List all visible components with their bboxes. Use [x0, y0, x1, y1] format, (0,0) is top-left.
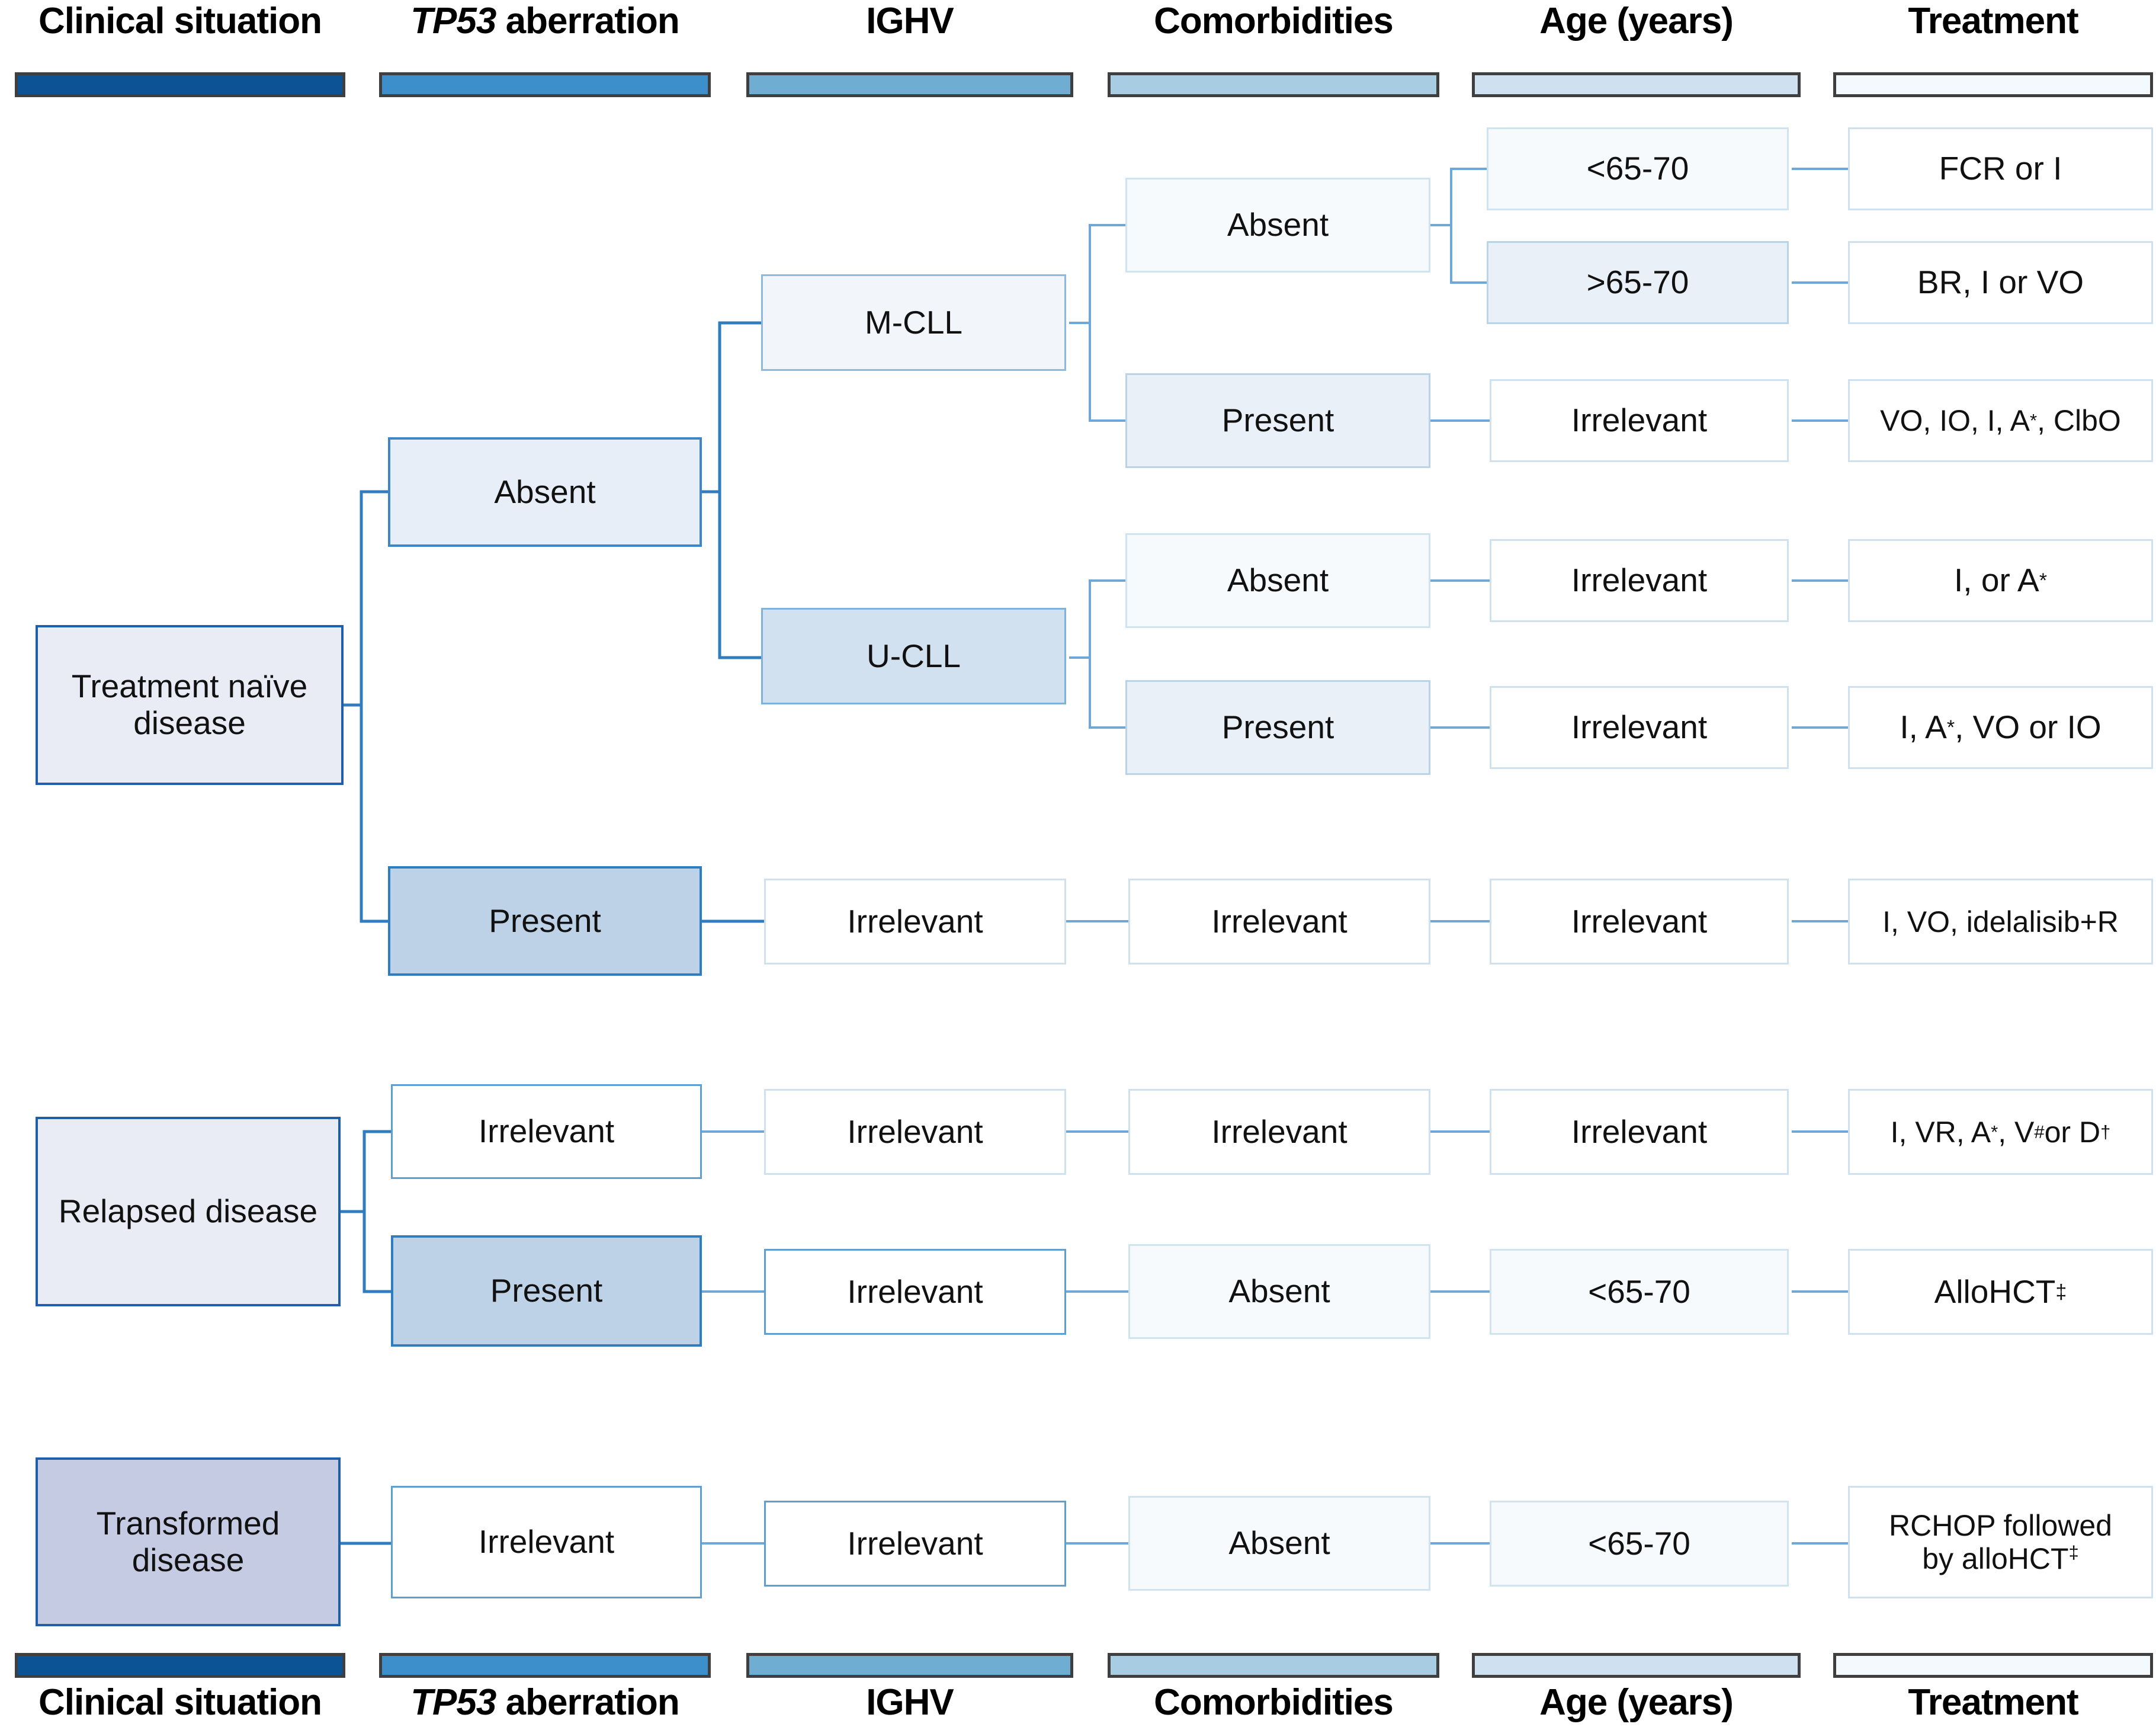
node-age-over-65-70[interactable]: >65-70 — [1487, 241, 1789, 324]
node-tp53present-ighv-irrelevant[interactable]: Irrelevant — [764, 879, 1066, 965]
tp53-label-rest: aberration — [496, 1, 680, 41]
node-transformed-tp53-irrelevant[interactable]: Irrelevant — [391, 1486, 702, 1598]
node-relapsed-ighv-irrelevant[interactable]: Irrelevant — [764, 1089, 1066, 1175]
column-bar-tp53 — [379, 72, 711, 97]
footer-header-age: Age (years) — [1539, 1682, 1734, 1723]
treatment-br-i-or-vo[interactable]: BR, I or VO — [1848, 241, 2153, 324]
footer-bar-treatment — [1833, 1653, 2153, 1678]
node-treatment-naive-disease[interactable]: Treatment naïve disease — [36, 625, 344, 785]
treatment-i-vr-a-v-or-d[interactable]: I, VR, A*, V# or D† — [1848, 1089, 2153, 1175]
node-tp53-present[interactable]: Present — [388, 866, 702, 976]
node-relapsed-comorbidities-irrelevant[interactable]: Irrelevant — [1128, 1089, 1430, 1175]
node-tp53present-comorbidities-irrelevant[interactable]: Irrelevant — [1128, 879, 1430, 965]
column-bar-comorbidities — [1108, 72, 1439, 97]
treatment-vo-io-i-a-clbo[interactable]: VO, IO, I, A*, ClbO — [1848, 379, 2153, 462]
column-bar-ighv — [746, 72, 1073, 97]
column-header-ighv: IGHV — [866, 1, 954, 41]
column-bar-clinical — [15, 72, 345, 97]
node-tp53-absent[interactable]: Absent — [388, 437, 702, 547]
node-age-under-65-70[interactable]: <65-70 — [1487, 127, 1789, 210]
treatment-rchop-line2: by alloHCT‡ — [1922, 1542, 2079, 1575]
node-relapsed2-comorbidities-absent[interactable]: Absent — [1128, 1244, 1430, 1339]
treatment-allohct[interactable]: AlloHCT‡ — [1848, 1249, 2153, 1335]
footer-header-clinical: Clinical situation — [38, 1682, 322, 1723]
treatment-i-or-a[interactable]: I, or A* — [1848, 539, 2153, 622]
node-relapsed2-age-under-65-70[interactable]: <65-70 — [1490, 1249, 1789, 1335]
tp53-gene-italic: TP53 — [410, 1, 496, 41]
column-header-treatment: Treatment — [1908, 1, 2078, 41]
node-transformed-disease[interactable]: Transformed disease — [36, 1457, 341, 1626]
node-age-irrelevant-ucll-comorb-absent[interactable]: Irrelevant — [1490, 539, 1789, 622]
footer-bar-clinical — [15, 1653, 345, 1678]
treatment-fcr-or-i[interactable]: FCR or I — [1848, 127, 2153, 210]
column-header-comorbidities: Comorbidities — [1154, 1, 1394, 41]
footer-header-tp53: TP53 aberration — [379, 1681, 711, 1723]
column-header-age: Age (years) — [1539, 1, 1734, 41]
column-bar-treatment — [1833, 72, 2153, 97]
node-age-irrelevant-ucll-comorb-present[interactable]: Irrelevant — [1490, 686, 1789, 769]
column-bar-age — [1472, 72, 1801, 97]
footer-tp53-label-rest: aberration — [496, 1682, 680, 1723]
treatment-rchop-line1: RCHOP followed — [1888, 1509, 2112, 1542]
node-ighv-mcll[interactable]: M-CLL — [761, 274, 1066, 371]
treatment-i-vo-idelalisib-r[interactable]: I, VO, idelalisib+R — [1848, 879, 2153, 965]
footer-bar-ighv — [746, 1653, 1073, 1678]
node-relapsed-age-irrelevant[interactable]: Irrelevant — [1490, 1089, 1789, 1175]
node-ucll-comorbidities-absent[interactable]: Absent — [1125, 533, 1430, 628]
node-relapsed-tp53-present[interactable]: Present — [391, 1235, 702, 1347]
node-transformed-comorbidities-absent[interactable]: Absent — [1128, 1496, 1430, 1591]
node-relapsed-disease[interactable]: Relapsed disease — [36, 1117, 341, 1306]
footer-header-treatment: Treatment — [1908, 1682, 2078, 1723]
footer-header-comorbidities: Comorbidities — [1154, 1682, 1394, 1723]
node-transformed-ighv-irrelevant[interactable]: Irrelevant — [764, 1501, 1066, 1587]
column-header-tp53: TP53 aberration — [379, 0, 711, 42]
footer-bar-comorbidities — [1108, 1653, 1439, 1678]
node-ucll-comorbidities-present[interactable]: Present — [1125, 680, 1430, 775]
node-relapsed-tp53-irrelevant[interactable]: Irrelevant — [391, 1084, 702, 1179]
node-tp53present-age-irrelevant[interactable]: Irrelevant — [1490, 879, 1789, 965]
footer-bar-age — [1472, 1653, 1801, 1678]
column-header-clinical: Clinical situation — [38, 1, 322, 41]
footer-tp53-gene-italic: TP53 — [410, 1682, 496, 1723]
node-transformed-age-under-65-70[interactable]: <65-70 — [1490, 1501, 1789, 1587]
node-mcll-comorbidities-absent[interactable]: Absent — [1125, 178, 1430, 273]
node-age-irrelevant-mcll-comorb-present[interactable]: Irrelevant — [1490, 379, 1789, 462]
treatment-i-a-vo-or-io[interactable]: I, A*, VO or IO — [1848, 686, 2153, 769]
treatment-rchop-followed-by-allohct[interactable]: RCHOP followed by alloHCT‡ — [1848, 1486, 2153, 1598]
node-mcll-comorbidities-present[interactable]: Present — [1125, 373, 1430, 468]
footer-bar-tp53 — [379, 1653, 711, 1678]
node-ighv-ucll[interactable]: U-CLL — [761, 608, 1066, 704]
node-relapsed2-ighv-irrelevant[interactable]: Irrelevant — [764, 1249, 1066, 1335]
footer-header-ighv: IGHV — [866, 1682, 954, 1723]
